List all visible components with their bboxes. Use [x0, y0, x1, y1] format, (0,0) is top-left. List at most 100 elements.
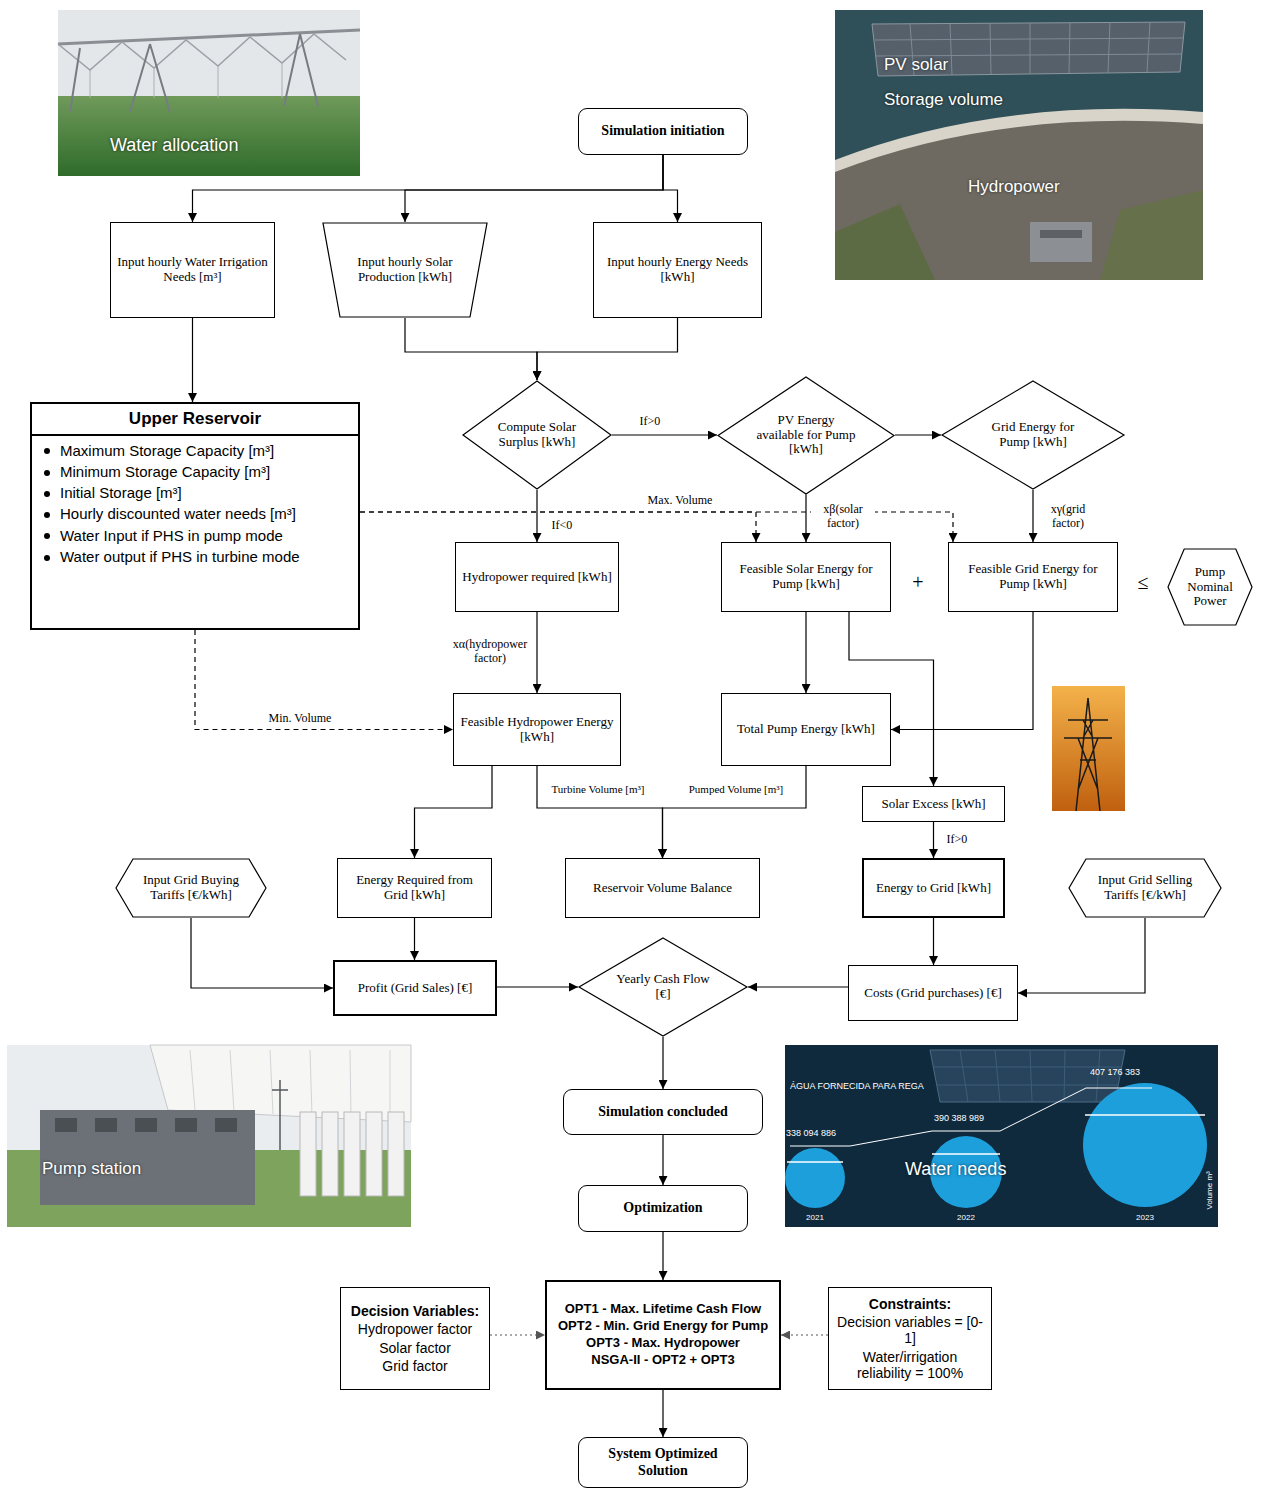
node-body: Compute Solar Surplus [kWh] — [492, 420, 582, 450]
flow-arrow — [662, 1232, 663, 1280]
input-hexagon: Input Grid Buying Tariffs [€/kWh] — [115, 858, 267, 918]
flow-arrow — [537, 766, 663, 858]
node-text: Grid Energy for Pump [kWh] — [992, 419, 1075, 449]
text-row: Grid factor — [346, 1358, 484, 1374]
node-text: Input hourly Solar Production [kWh] — [357, 254, 452, 284]
node-text: Maximum Storage Capacity [m³] — [60, 442, 274, 459]
flow-arrow — [405, 155, 663, 222]
text-row: Input Grid Buying Tariffs [€/kWh] — [131, 873, 251, 903]
edge-label: xα(hydropower factor) — [447, 638, 533, 666]
text-row: Grid Energy for Pump [kWh] — [978, 420, 1088, 450]
node-text: Input hourly Energy Needs [kWh] — [607, 254, 748, 284]
text-row: Water output if PHS in turbine mode — [32, 548, 358, 565]
text-row: Water/irrigation reliability = 100% — [834, 1349, 986, 1381]
text-row: Input hourly Energy Needs [kWh] — [599, 255, 756, 285]
node-body: PV Energy available for Pump [kWh] — [753, 413, 860, 458]
text-row: OPT3 - Max. Hydropower — [551, 1336, 775, 1351]
flow-arrow — [895, 434, 941, 435]
node-body: System Optimized Solution — [584, 1446, 742, 1478]
node-text: Pump Nominal Power — [1187, 564, 1233, 609]
process-box: Hydropower required [kWh] — [455, 542, 619, 612]
chart-axis-label: Volume m³ — [1206, 1171, 1215, 1209]
flow-arrow — [193, 155, 664, 222]
flow-arrow — [497, 986, 578, 987]
node-text: Energy Required from Grid [kWh] — [356, 872, 473, 902]
photo-caption: Water allocation — [110, 136, 238, 156]
text-row: Hydropower factor — [346, 1321, 484, 1337]
irrigation-photo — [90, 63, 282, 98]
text-row: Costs (Grid purchases) [€] — [854, 986, 1012, 1001]
dia-outline-shape — [463, 381, 611, 489]
terminal-box: Optimization — [578, 1185, 748, 1232]
process-box: Input hourly Water Irrigation Needs [m³] — [110, 222, 275, 318]
dam-photo — [1100, 190, 1203, 280]
node-heading: Constraints: — [869, 1296, 951, 1312]
dam-photo — [835, 114, 1203, 280]
process-box: Total Pump Energy [kWh] — [721, 693, 891, 766]
operator-sign: + — [912, 571, 923, 593]
flow-arrow — [662, 1037, 663, 1089]
bullet-dot — [44, 555, 50, 561]
node-text: Water Input if PHS in pump mode — [60, 527, 283, 544]
text-row: Solar Excess [kWh] — [868, 797, 999, 812]
pump-station-photo — [40, 1110, 255, 1205]
node-body: Input hourly Water Irrigation Needs [m³] — [116, 255, 269, 285]
flow-arrow — [536, 612, 537, 693]
pump-station-photo — [388, 1112, 404, 1196]
node-body: Constraints: Decision variables = [0-1]Wa… — [834, 1294, 986, 1382]
water-needs-chart — [790, 1088, 1152, 1146]
node-text: Profit (Grid Sales) [€] — [358, 980, 472, 995]
text-row: Decision variables = [0-1] — [834, 1314, 986, 1346]
chart-year: 2023 — [1136, 1214, 1154, 1223]
terminal-box: Simulation initiation — [578, 108, 748, 155]
node-text: Reservoir Volume Balance — [593, 880, 732, 895]
dashed-connector — [360, 512, 756, 542]
hex-outline-shape — [1069, 859, 1221, 917]
text-row: Constraints: — [834, 1296, 986, 1312]
pump-station-photo — [322, 1112, 338, 1196]
reservoir-panel: Upper ReservoirMaximum Storage Capacity … — [30, 402, 360, 630]
dashed-connector — [195, 630, 453, 730]
node-body: Input hourly Solar Production [kWh] — [344, 255, 466, 285]
process-box: Feasible Hydropower Energy [kWh] — [453, 693, 621, 766]
pump-station-photo — [95, 1118, 117, 1132]
bullet-dot — [44, 470, 50, 476]
text-row: Simulation initiation — [584, 123, 742, 139]
dam-photo — [875, 22, 1183, 75]
text-row: Profit (Grid Sales) [€] — [339, 981, 491, 996]
text-row: Feasible Solar Energy for Pump [kWh] — [727, 562, 885, 592]
node-text: Decision variables = [0-1] — [837, 1314, 983, 1346]
flow-arrow — [1018, 918, 1145, 993]
node-text: Total Pump Energy [kWh] — [737, 721, 875, 736]
flow-arrow — [662, 1390, 663, 1437]
node-text: Initial Storage [m³] — [60, 484, 182, 501]
node-body: Simulation initiation — [584, 123, 742, 139]
text-row: Feasible Grid Energy for Pump [kWh] — [954, 562, 1112, 592]
node-text: Input Grid Buying Tariffs [€/kWh] — [143, 872, 239, 902]
flow-arrow — [415, 766, 493, 858]
node-text: Grid factor — [382, 1358, 447, 1374]
irrigation-photo — [58, 10, 360, 176]
input-hexagon: Input Grid Selling Tariffs [€/kWh] — [1068, 858, 1222, 918]
dam-photo — [835, 10, 1203, 280]
dia-outline-shape — [942, 381, 1124, 489]
bullet-dot — [44, 448, 50, 454]
node-body: Energy Required from Grid [kWh] — [343, 873, 486, 903]
bullet-dot — [44, 512, 50, 518]
operator-sign: ≤ — [1138, 571, 1149, 593]
chart-value: 390 388 989 — [934, 1114, 984, 1124]
hex-outline-shape — [116, 859, 266, 917]
node-text: Feasible Hydropower Energy [kWh] — [461, 714, 614, 744]
edge-label: xγ(grid factor) — [1038, 503, 1098, 531]
pump-station-photo — [7, 1045, 411, 1227]
photo-caption: Hydropower — [968, 178, 1060, 197]
node-body: Feasible Grid Energy for Pump [kWh] — [954, 562, 1112, 592]
flow-arrow — [663, 766, 807, 858]
flow-arrow — [933, 822, 934, 858]
text-row: Hydropower required [kWh] — [461, 570, 613, 585]
node-heading: Upper Reservoir — [129, 409, 261, 428]
process-box: Constraints: Decision variables = [0-1]Wa… — [828, 1287, 992, 1390]
edge-label: Min. Volume — [255, 712, 345, 726]
text-row: Initial Storage [m³] — [32, 484, 358, 501]
node-body: Total Pump Energy [kWh] — [727, 722, 885, 737]
